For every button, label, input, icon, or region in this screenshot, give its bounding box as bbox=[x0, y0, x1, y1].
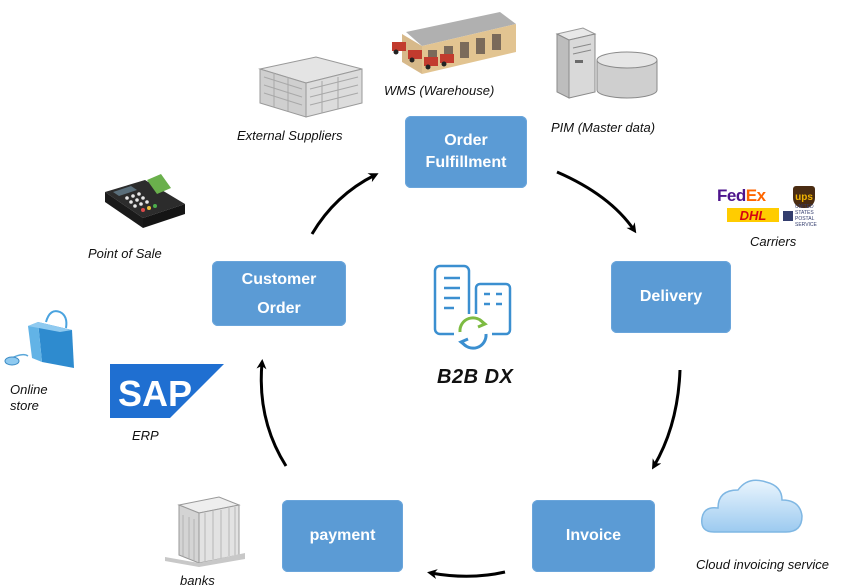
online-store-line1: Online bbox=[10, 382, 48, 397]
sap-text: SAP bbox=[118, 373, 192, 414]
cloud-invoicing-label: Cloud invoicing service bbox=[696, 557, 829, 572]
order-fulfillment-box: Order Fulfillment bbox=[405, 116, 527, 188]
ups-logo: ups bbox=[793, 186, 815, 208]
erp-label: ERP bbox=[132, 428, 159, 443]
fedex-logo: FedEx bbox=[717, 186, 766, 206]
arrow-customer-to-fulfillment bbox=[310, 173, 379, 235]
order-fulfillment-line2: Fulfillment bbox=[425, 154, 507, 171]
pos-terminal-icon bbox=[105, 174, 185, 228]
arrow-fulfillment-to-delivery bbox=[556, 170, 637, 234]
invoice-label: Invoice bbox=[565, 527, 622, 544]
online-store-label: Online store bbox=[10, 382, 48, 414]
order-fulfillment-line1: Order bbox=[444, 132, 488, 149]
usps-eagle-icon bbox=[783, 211, 793, 221]
banks-label: banks bbox=[180, 573, 215, 588]
cloud-icon bbox=[701, 479, 803, 533]
office-building-icon bbox=[258, 56, 363, 118]
shopping-bag-icon bbox=[4, 310, 74, 368]
customer-order-line1: Customer bbox=[241, 270, 317, 288]
external-suppliers-label: External Suppliers bbox=[237, 128, 343, 143]
building-sync-icon bbox=[433, 264, 512, 350]
usps-text: UNITED STATES POSTAL SERVICE bbox=[795, 204, 817, 228]
dhl-text: DHL bbox=[739, 207, 767, 223]
ups-text: ups bbox=[795, 191, 813, 203]
b2b-dx-title: B2B DX bbox=[437, 366, 514, 388]
payment-box: payment bbox=[282, 500, 403, 572]
arrow-payment-to-customer bbox=[256, 359, 288, 467]
wms-label: WMS (Warehouse) bbox=[384, 83, 495, 98]
carriers-label: Carriers bbox=[750, 234, 797, 249]
warehouse-icon bbox=[392, 12, 516, 74]
fedex-ex: Ex bbox=[745, 186, 766, 205]
delivery-box: Delivery bbox=[611, 261, 731, 333]
customer-order-line2: Order bbox=[257, 299, 301, 317]
usps-logo: UNITED STATES POSTAL SERVICE bbox=[783, 204, 831, 228]
bank-building-icon bbox=[165, 496, 245, 567]
point-of-sale-label: Point of Sale bbox=[88, 246, 162, 261]
carrier-logos: FedEx ups DHL UNITED STATES POSTAL SERVI… bbox=[717, 186, 832, 230]
dhl-logo: DHL bbox=[727, 207, 779, 223]
arrow-invoice-to-payment bbox=[427, 569, 506, 579]
server-database-icon bbox=[555, 27, 658, 99]
arrow-delivery-to-invoice bbox=[651, 369, 682, 470]
delivery-label: Delivery bbox=[639, 288, 703, 305]
online-store-line2: store bbox=[10, 398, 39, 413]
customer-order-box: Customer Order bbox=[212, 261, 346, 326]
invoice-box: Invoice bbox=[532, 500, 655, 572]
fedex-fed: Fed bbox=[717, 186, 746, 205]
sap-logo: SAP bbox=[110, 364, 224, 418]
pim-label: PIM (Master data) bbox=[551, 120, 656, 135]
payment-label: payment bbox=[309, 527, 376, 544]
